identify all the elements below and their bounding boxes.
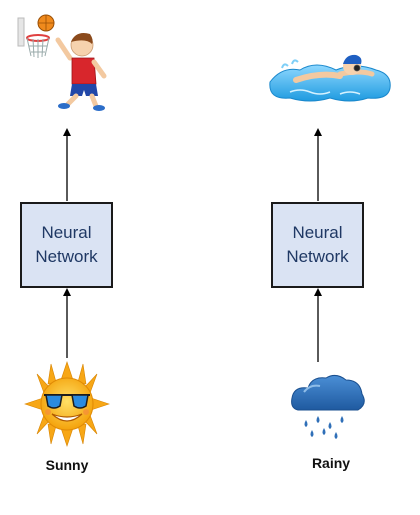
neural-network-label-line2: Network bbox=[286, 247, 349, 266]
neural-network-box-right: Neural Network bbox=[271, 202, 364, 288]
neural-network-label-line2: Network bbox=[35, 247, 98, 266]
input-label-sunny: Sunny bbox=[45, 457, 89, 473]
rain-cloud-icon bbox=[291, 374, 365, 439]
neural-network-box-left: Neural Network bbox=[20, 202, 113, 288]
sun-with-sunglasses-icon bbox=[24, 361, 110, 447]
swimmer-icon bbox=[269, 54, 391, 102]
input-label-rainy: Rainy bbox=[311, 455, 351, 471]
neural-network-label-line1: Neural bbox=[292, 223, 343, 242]
basketball-player-icon bbox=[17, 14, 107, 111]
neural-network-label-line1: Neural bbox=[41, 223, 92, 242]
